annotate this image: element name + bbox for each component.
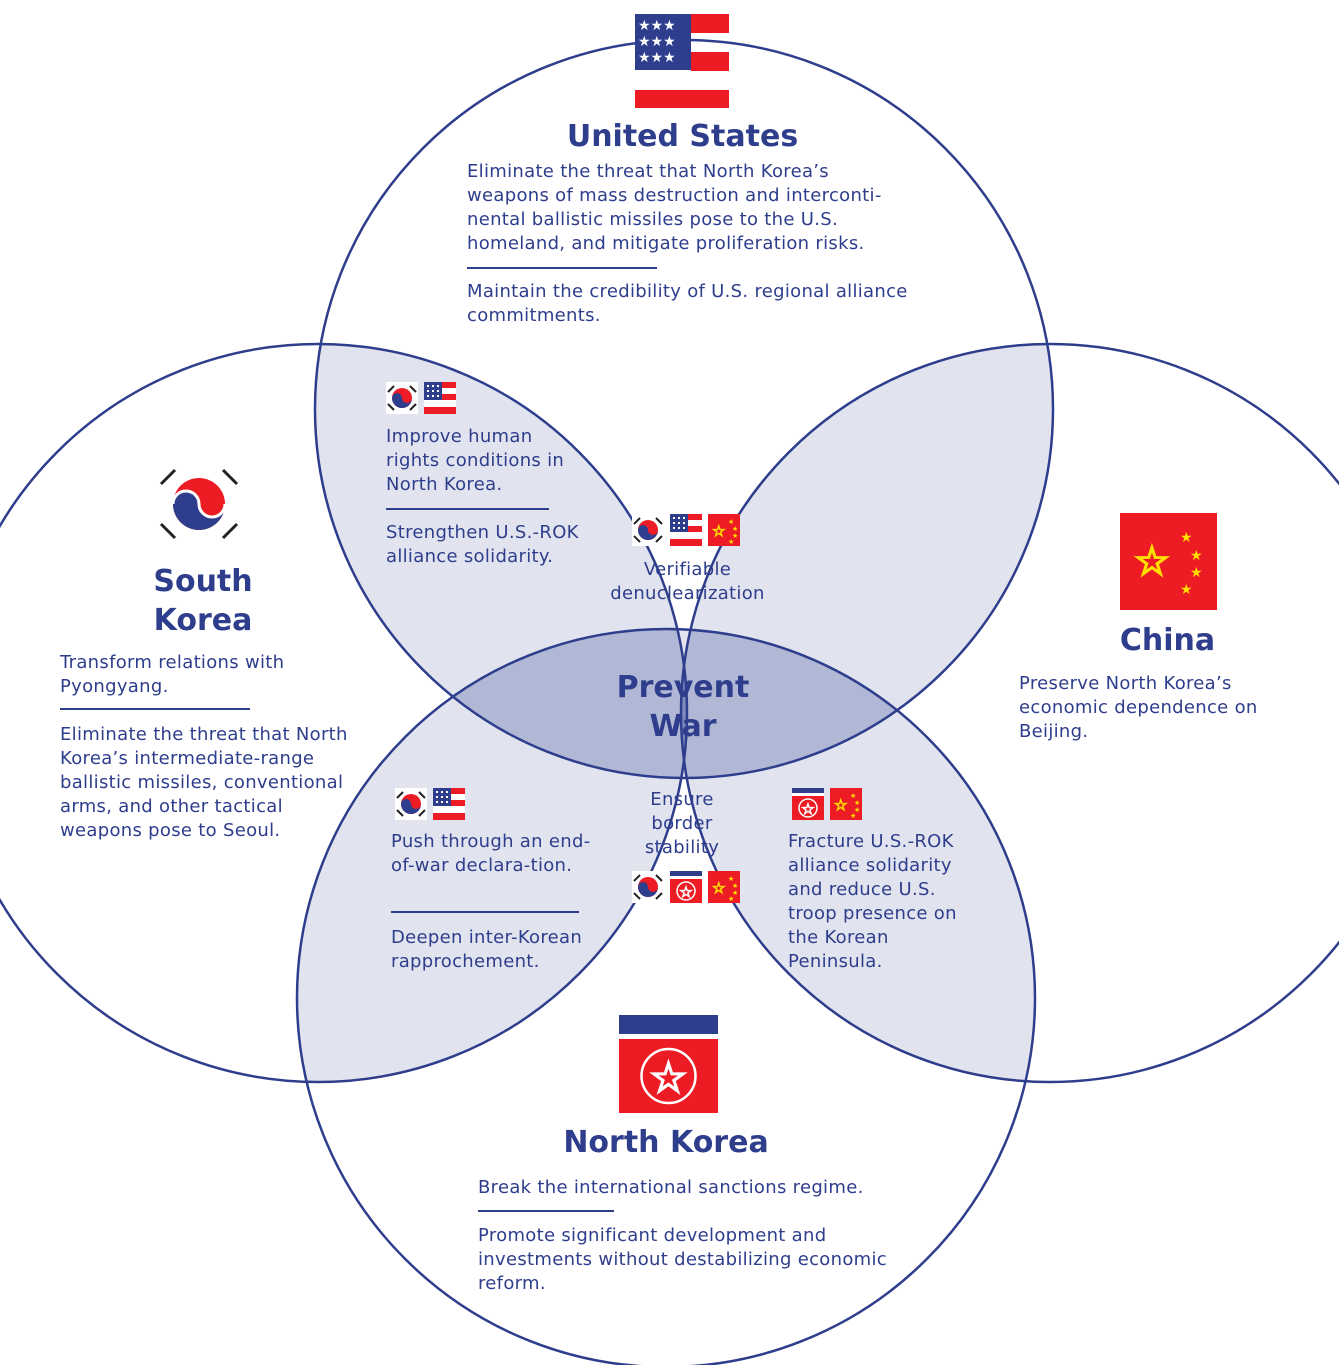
svg-text:★: ★ bbox=[732, 882, 738, 890]
svg-text:★: ★ bbox=[850, 812, 856, 820]
flag-group-sk-us bbox=[386, 382, 456, 414]
overlap-sk-us-goal-1: Improve human rights conditions in North… bbox=[386, 426, 565, 495]
sk-divider bbox=[60, 708, 250, 710]
svg-text:★: ★ bbox=[728, 538, 734, 546]
svg-text:★: ★ bbox=[854, 799, 860, 807]
svg-text:★: ★ bbox=[732, 525, 738, 533]
south-korea-flag-icon bbox=[386, 382, 418, 414]
svg-text:☆: ☆ bbox=[834, 796, 847, 814]
svg-text:★: ★ bbox=[1190, 548, 1203, 564]
china-goal-1: Preserve North Korea’s economic dependen… bbox=[1019, 673, 1258, 742]
svg-text:☆: ☆ bbox=[712, 522, 725, 540]
us-goal-1: Eliminate the threat that North Korea’s … bbox=[467, 161, 882, 254]
nk-divider bbox=[478, 1210, 614, 1212]
flag-group-sk-nk-china: ☆☆★★★★ bbox=[632, 871, 740, 903]
overlap-lower-goal-1: Push through an end-of-war declara-tion. bbox=[391, 831, 591, 876]
svg-text:★: ★ bbox=[1180, 582, 1193, 598]
overlap-nk-china-goal: Fracture U.S.-ROK alliance solidarity an… bbox=[788, 831, 957, 972]
us-flag-icon: ★★★★★★★★★ bbox=[635, 14, 729, 108]
us-goal-2: Maintain the credibility of U.S. regiona… bbox=[467, 281, 908, 326]
circle-north-korea bbox=[295, 627, 1037, 1365]
overlap-sk-us-goal-2: Strengthen U.S.-ROK alliance solidarity. bbox=[386, 522, 579, 567]
svg-text:☆: ☆ bbox=[679, 883, 692, 901]
svg-text:★★★: ★★★ bbox=[638, 50, 676, 66]
svg-text:☆: ☆ bbox=[650, 1053, 688, 1102]
nk-goal-1: Break the international sanctions regime… bbox=[478, 1177, 864, 1198]
sk-title: South Korea bbox=[153, 564, 253, 638]
china-flag-icon: ☆★★★★ bbox=[708, 514, 740, 546]
circle-south-korea bbox=[0, 342, 689, 1084]
flag-group-sk-us-china: ☆★★★★ bbox=[632, 514, 740, 546]
svg-text:★: ★ bbox=[732, 889, 738, 897]
us-divider bbox=[467, 267, 657, 269]
overlap-sk-us-divider bbox=[386, 508, 549, 510]
svg-text:★: ★ bbox=[728, 875, 734, 883]
svg-text:★: ★ bbox=[728, 895, 734, 903]
united-states-flag-icon bbox=[433, 788, 465, 820]
china-title: China bbox=[1119, 623, 1216, 658]
svg-text:★: ★ bbox=[1190, 565, 1203, 581]
overlap-denuclearization-goal: Verifiable denuclearization bbox=[610, 559, 765, 604]
united-states-flag-icon bbox=[670, 514, 702, 546]
nk-goal-2: Promote significant development and inve… bbox=[478, 1225, 887, 1294]
south-korea-flag-icon bbox=[159, 468, 239, 540]
svg-text:★: ★ bbox=[728, 518, 734, 526]
north-korea-flag-icon: ☆ bbox=[792, 788, 824, 820]
svg-text:★: ★ bbox=[850, 792, 856, 800]
us-title: United States bbox=[566, 119, 799, 154]
nk-title: North Korea bbox=[563, 1125, 769, 1160]
svg-text:☆: ☆ bbox=[1134, 539, 1170, 585]
overlap-border-stability-goal: Ensure border stability bbox=[644, 789, 720, 858]
china-flag-icon: ☆★★★★ bbox=[708, 871, 740, 903]
south-korea-flag-icon bbox=[632, 871, 664, 903]
svg-text:★: ★ bbox=[854, 806, 860, 814]
svg-text:★: ★ bbox=[1180, 530, 1193, 546]
center-prevent-war: Prevent War bbox=[616, 670, 750, 744]
svg-text:★★★: ★★★ bbox=[638, 18, 676, 34]
overlap-lower-goal-2: Deepen inter-Korean rapprochement. bbox=[391, 927, 583, 972]
sk-goal-2: Eliminate the threat that North Korea’s … bbox=[60, 724, 348, 841]
svg-text:☆: ☆ bbox=[712, 879, 725, 897]
circle-china bbox=[679, 342, 1339, 1084]
south-korea-flag-icon bbox=[395, 788, 427, 820]
svg-text:★★★: ★★★ bbox=[638, 34, 676, 50]
united-states-flag-icon bbox=[424, 382, 456, 414]
svg-text:★: ★ bbox=[732, 532, 738, 540]
sk-goal-1: Transform relations with Pyongyang. bbox=[60, 652, 285, 697]
china-flag-icon: ☆★★★★ bbox=[830, 788, 862, 820]
overlap-lower-divider bbox=[391, 911, 579, 913]
china-flag-icon: ☆ ★★★★ bbox=[1120, 513, 1217, 610]
north-korea-flag-icon: ☆ bbox=[670, 871, 702, 903]
north-korea-flag-icon: ☆ bbox=[619, 1015, 718, 1113]
flag-group-sk-us-lower bbox=[395, 788, 465, 820]
flag-group-nk-china: ☆☆★★★★ bbox=[792, 788, 862, 820]
south-korea-flag-icon bbox=[632, 514, 664, 546]
svg-text:☆: ☆ bbox=[801, 800, 814, 818]
